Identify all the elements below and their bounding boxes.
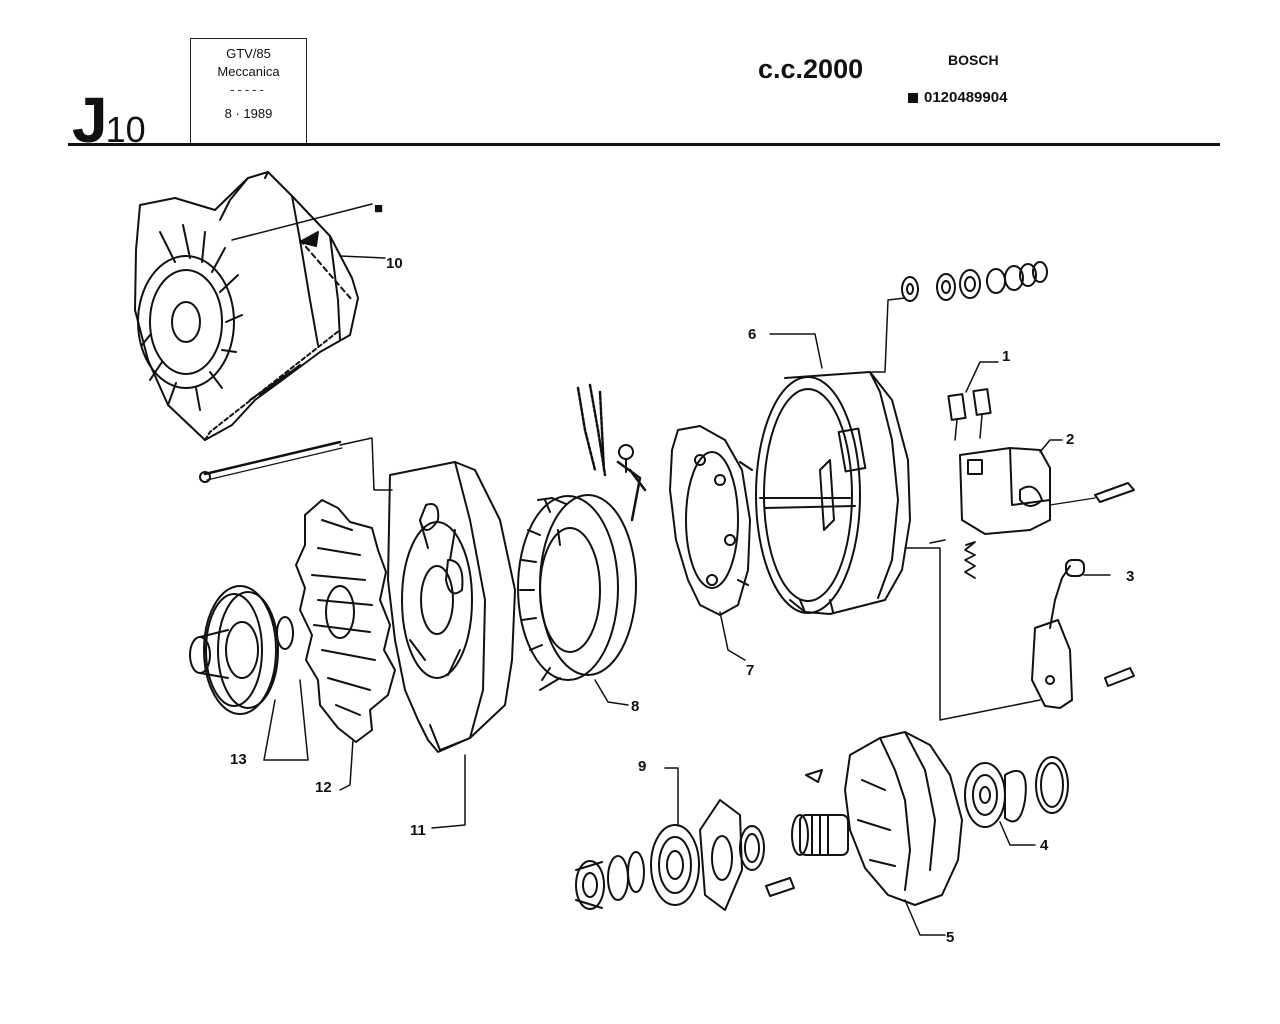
callout-marker: ■ [374,200,383,217]
info-box: GTV/85 Meccanica ----- 8 · 1989 [190,38,307,145]
callout-1: 1 [1002,348,1010,365]
part-brushes [947,361,999,441]
part-rectifier [669,425,753,616]
header-rule [68,143,1220,146]
callout-9: 9 [638,758,646,775]
model-label: GTV/85 [226,46,271,61]
callout-5: 5 [946,929,954,946]
part-brush-spring [964,541,976,579]
leader-lines [263,333,1036,936]
callout-7: 7 [746,662,754,679]
callout-3: 3 [1126,568,1134,585]
callout-6: 6 [748,326,756,343]
part-washer-set [871,261,1048,373]
callout-2: 2 [1066,431,1074,448]
callout-12: 12 [315,779,332,796]
part-front-bearing-set [575,799,795,911]
date-label: 8 · 1989 [224,106,273,121]
callout-8: 8 [631,698,639,715]
part-alternator-assembly [134,171,386,441]
engine-displacement: c.c.2000 [758,54,864,84]
part-number-value: 0120489904 [924,89,1008,106]
part-suppressor [1031,559,1135,709]
part-marker-icon [908,93,918,103]
callout-13: 13 [230,751,247,768]
part-number: 0120489904 [908,89,1007,106]
part-drive-end-shield [387,461,516,753]
part-pulley [189,585,294,715]
part-end-housing [755,371,911,615]
section-code: J10 [72,88,146,152]
category-label: Meccanica [217,64,280,79]
part-regulator [959,439,1135,535]
callout-11: 11 [410,822,426,839]
info-divider: ----- [230,82,267,97]
part-stator [517,383,647,691]
part-rotor [791,731,963,906]
section-number: 10 [105,109,146,150]
section-letter: J [72,84,108,156]
part-bearing-slip-end [964,756,1069,828]
callout-10: 10 [386,255,403,272]
brand-label: BOSCH [948,52,999,68]
part-fan [295,499,396,743]
part-through-bolt [199,437,393,491]
callout-4: 4 [1040,837,1049,854]
